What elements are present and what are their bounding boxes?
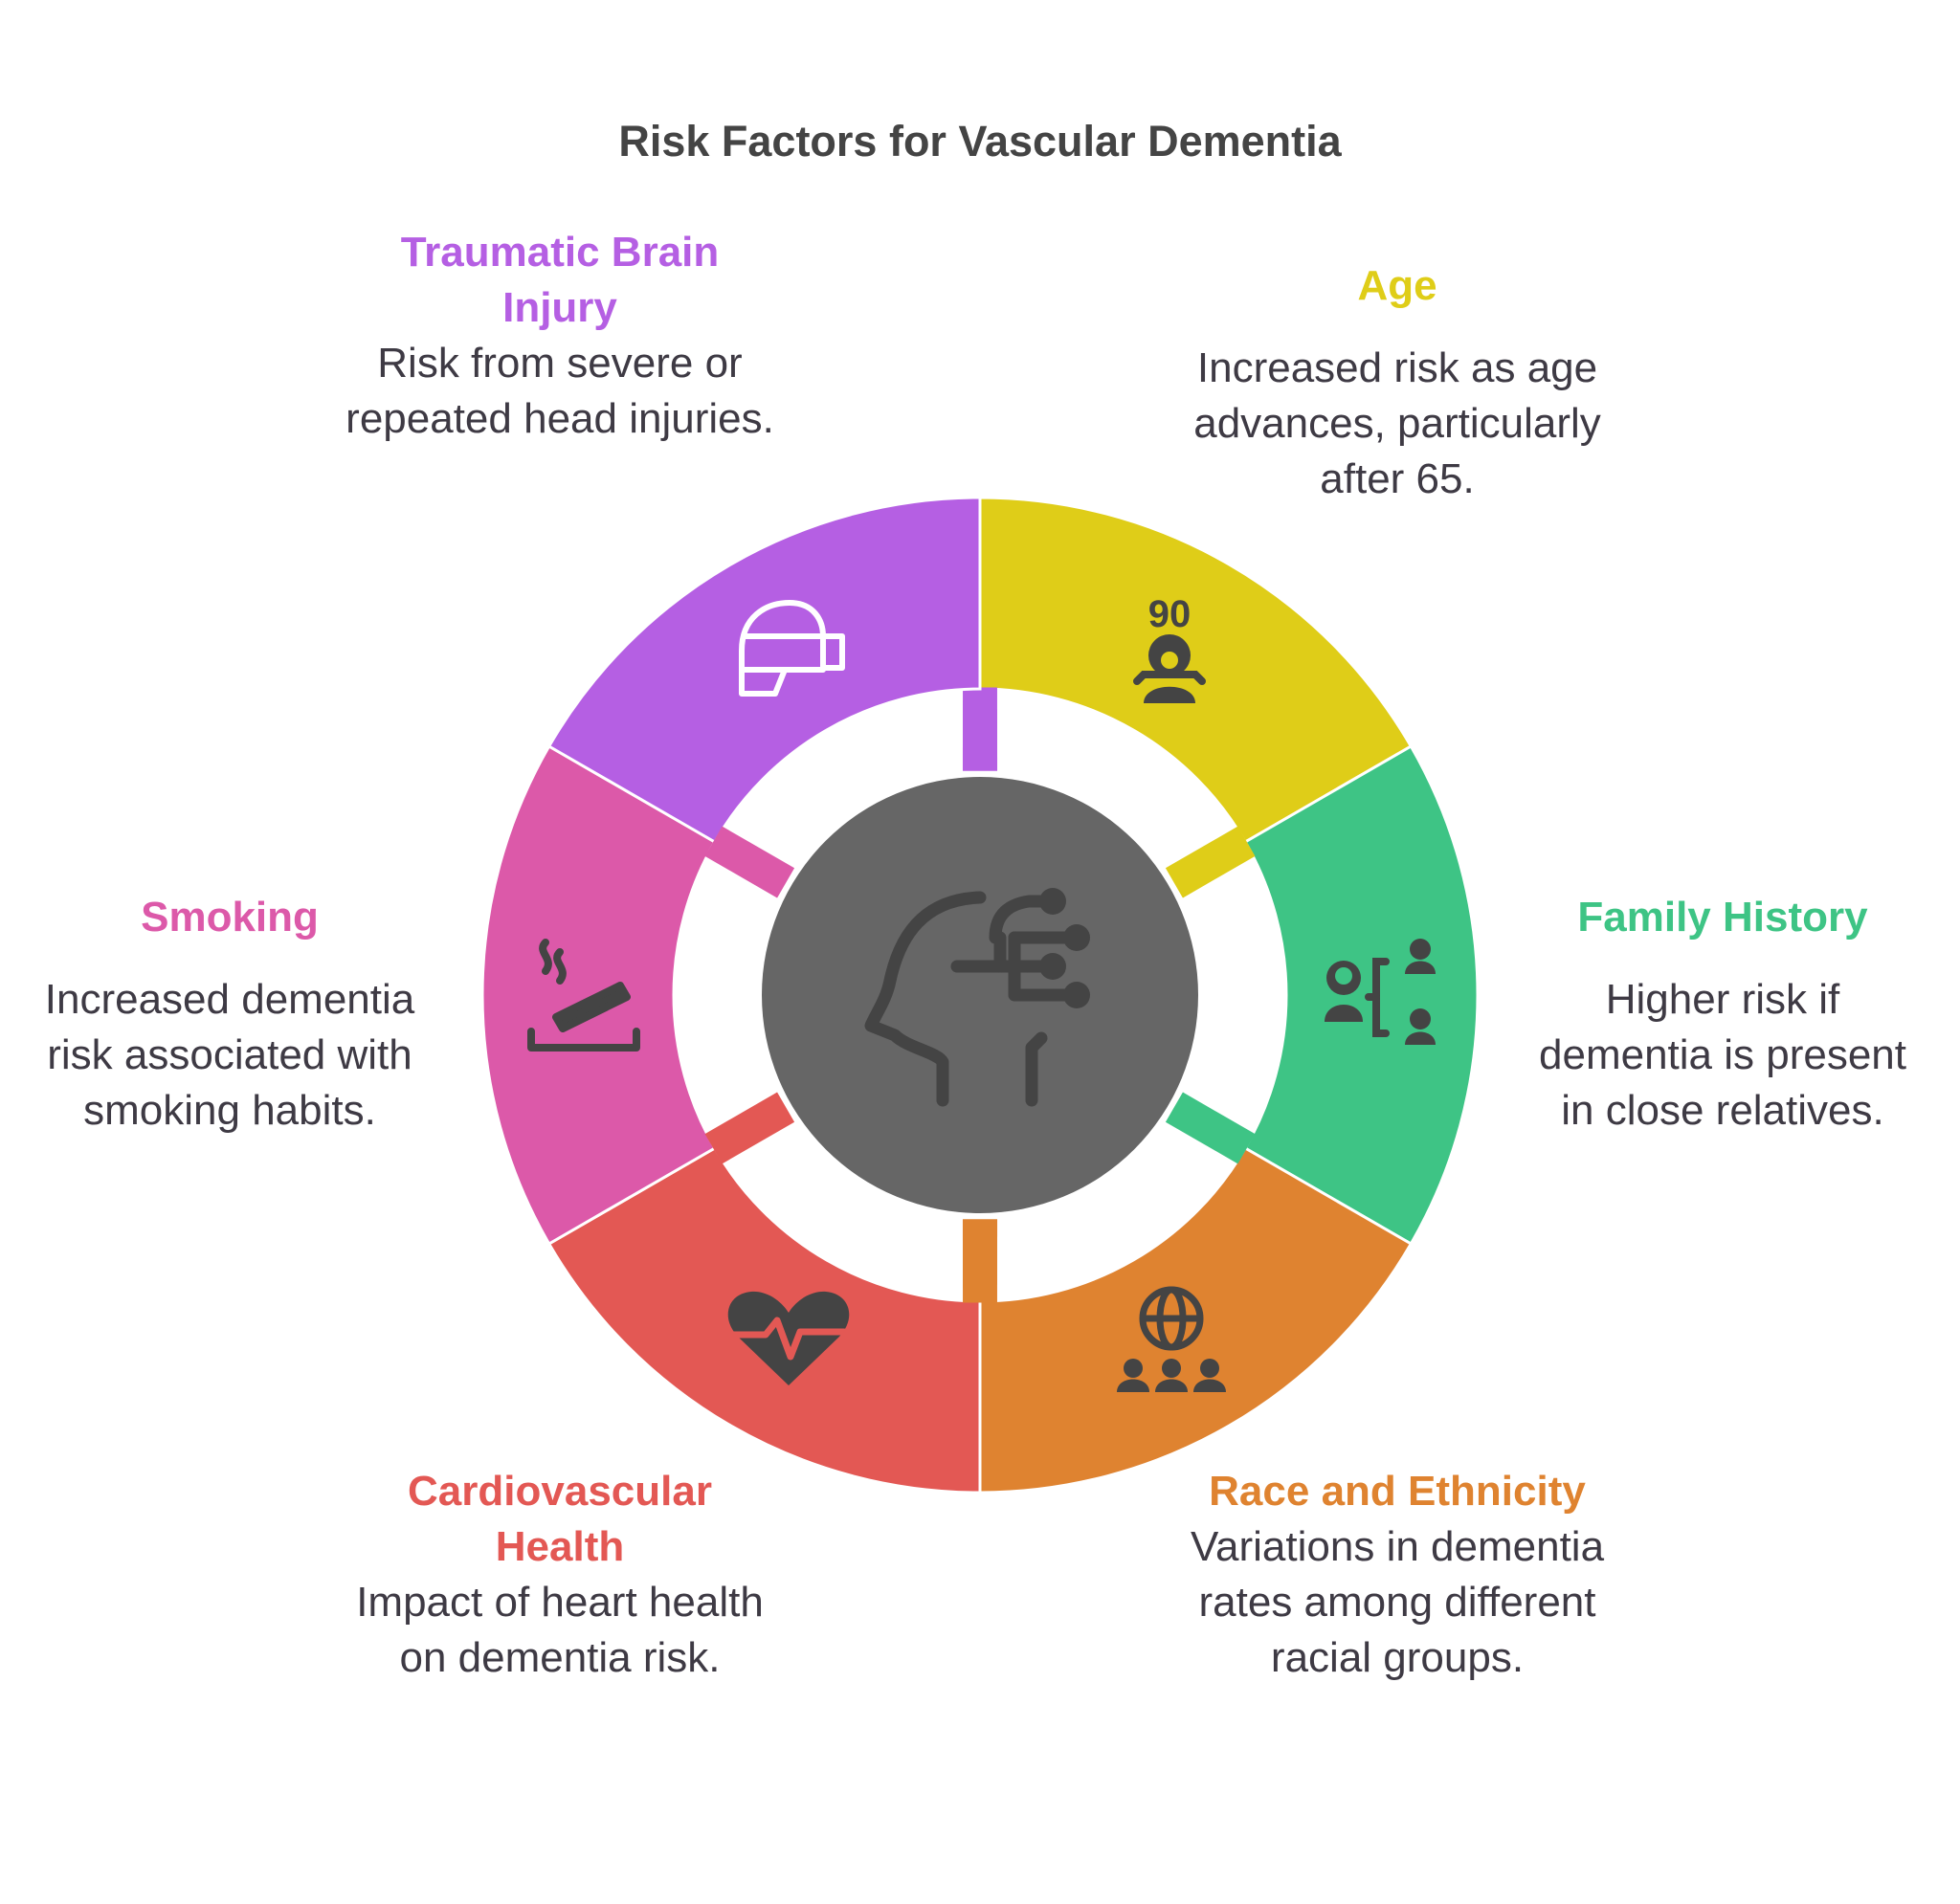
center-hub xyxy=(762,777,1198,1213)
factor-title: Cardiovascular Health xyxy=(408,1468,712,1570)
heart-pulse-icon xyxy=(727,1291,850,1385)
factor-title: Age xyxy=(1357,262,1437,309)
brain-network-head-icon xyxy=(864,891,1071,1107)
diagram-title: Risk Factors for Vascular Dementia xyxy=(618,117,1342,166)
connector-race-ethnicity xyxy=(962,1219,998,1303)
factor-title: Family History xyxy=(1577,894,1868,941)
factor-description: Risk from severe or repeated head injuri… xyxy=(345,340,774,442)
family-tree-icon xyxy=(1325,939,1436,1045)
factor-description: Impact of heart health on dementia risk. xyxy=(356,1579,764,1681)
connector-age xyxy=(1165,826,1256,898)
helmet-icon xyxy=(739,600,845,697)
cigarette-ashtray-icon xyxy=(527,939,640,1052)
factor-description: Increased risk as age advances, particul… xyxy=(1193,344,1601,502)
segment-age xyxy=(978,496,1414,845)
connector-family-history xyxy=(1165,1092,1256,1164)
segment-family-history xyxy=(1243,743,1480,1247)
connector-tbi xyxy=(962,687,998,771)
factor-description: Variations in dementia rates among diffe… xyxy=(1190,1523,1605,1681)
factor-title: Traumatic Brain Injury xyxy=(400,229,720,331)
factor-title: Race and Ethnicity xyxy=(1209,1468,1586,1515)
factor-description: Higher risk if dementia is present in cl… xyxy=(1539,976,1906,1134)
elderly-person-90-icon: 90 xyxy=(1133,593,1206,703)
factor-title: Smoking xyxy=(141,894,319,941)
factor-description: Increased dementia risk associated with … xyxy=(44,976,415,1134)
connector-cardiovascular xyxy=(704,1092,795,1164)
connector-smoking xyxy=(704,826,795,898)
svg-text:90: 90 xyxy=(1148,593,1192,635)
globe-people-icon xyxy=(1139,1286,1204,1351)
